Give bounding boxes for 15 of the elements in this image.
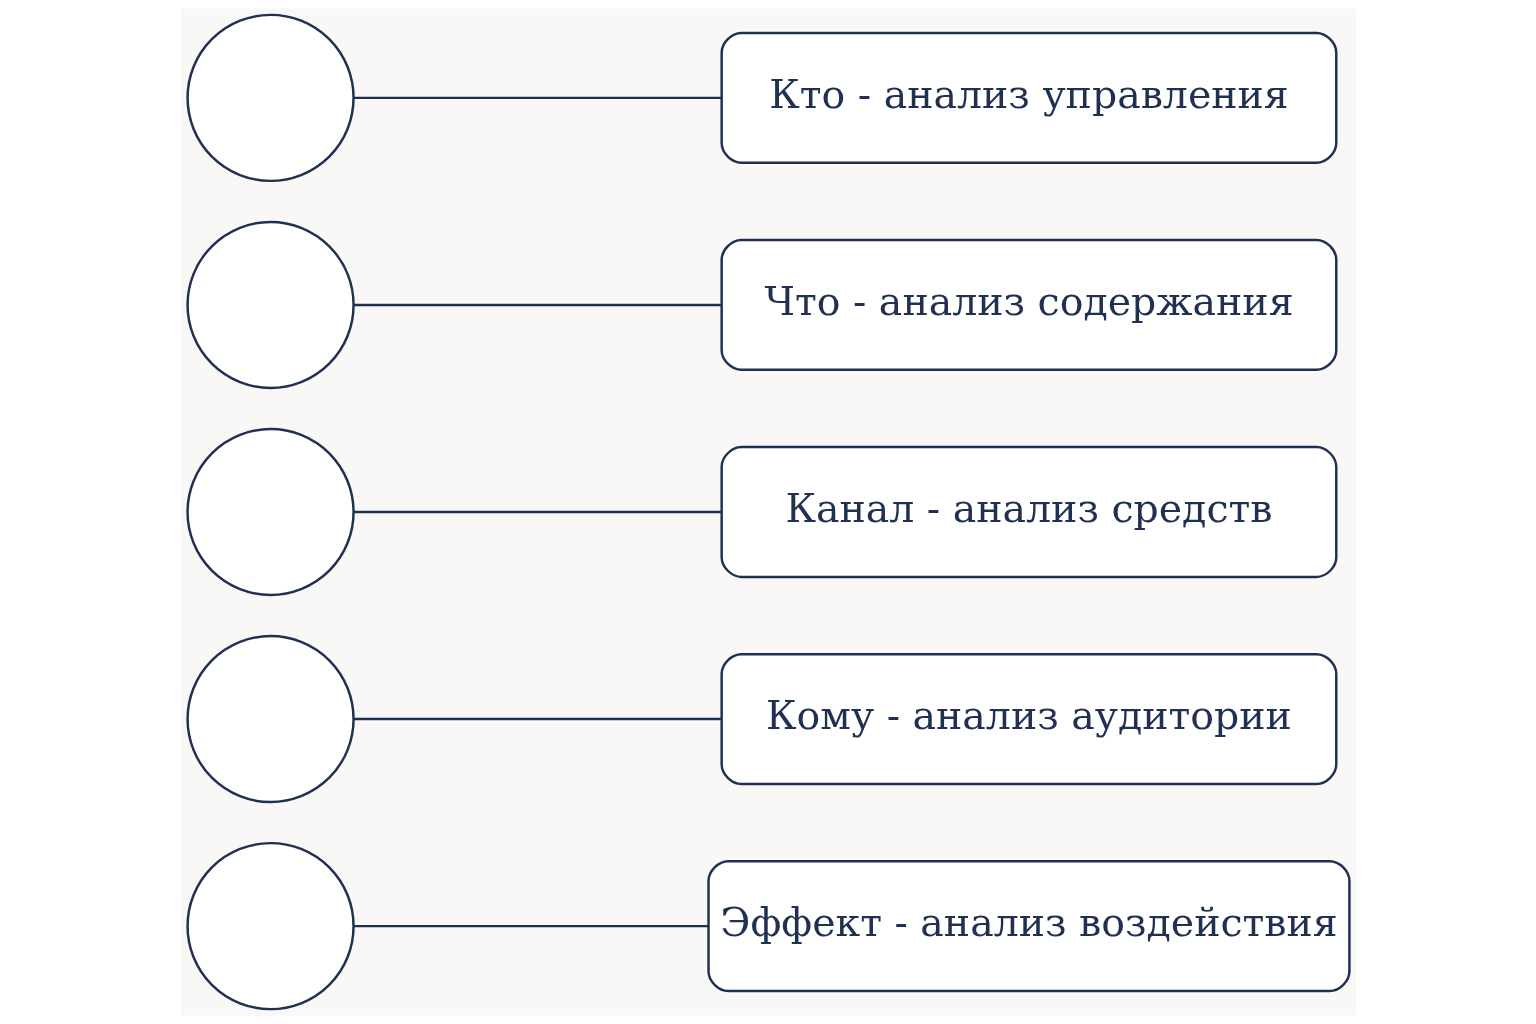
node-circle	[185, 13, 355, 183]
node-circle	[185, 841, 355, 1011]
connector	[353, 717, 721, 721]
node-box: Кто - анализ управления	[719, 31, 1337, 165]
node-box: Что - анализ содержания	[719, 238, 1337, 372]
node-circle	[185, 427, 355, 597]
connector	[353, 510, 721, 514]
connector	[353, 303, 721, 307]
node-box: Эффект - анализ воздействия	[706, 859, 1351, 993]
node-circle	[185, 220, 355, 390]
node-box: Канал - анализ средств	[719, 445, 1337, 579]
node-circle	[185, 634, 355, 804]
node-box: Кому - анализ аудитории	[719, 652, 1337, 786]
connector	[353, 96, 721, 100]
connector	[353, 924, 708, 928]
